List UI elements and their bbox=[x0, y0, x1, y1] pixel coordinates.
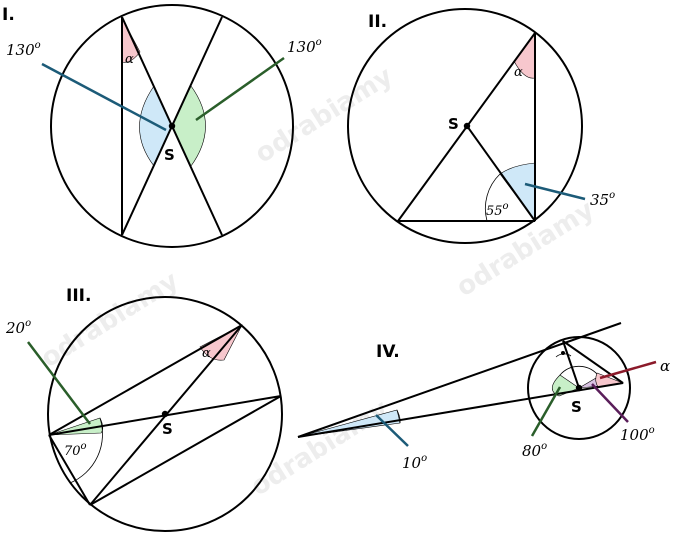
angle-arc-inner bbox=[484, 173, 501, 222]
leader-tip bbox=[375, 414, 409, 447]
angle-arc-tip bbox=[396, 409, 401, 424]
panel-number: I. bbox=[2, 5, 15, 25]
angle-label-tip: 10o bbox=[402, 453, 427, 472]
angle-label-inner: 55o bbox=[486, 201, 509, 219]
right-angle-dot bbox=[561, 351, 565, 355]
radius bbox=[466, 125, 536, 222]
panel-number: III. bbox=[66, 286, 91, 306]
leader-alpha bbox=[599, 360, 657, 380]
radius-to-tangent bbox=[562, 340, 580, 389]
center-point bbox=[575, 384, 583, 392]
watermark-text-4: odrabiamy bbox=[451, 195, 599, 303]
center-point bbox=[161, 410, 169, 418]
angle-label-right: 100o bbox=[620, 425, 655, 444]
angle-fill-right bbox=[171, 85, 206, 167]
leader-outer bbox=[27, 341, 91, 425]
angle-label-inner: 70o bbox=[64, 441, 87, 459]
alpha-label: α bbox=[125, 52, 134, 67]
panel-number: IV. bbox=[376, 342, 400, 362]
chord-top bbox=[48, 324, 243, 436]
watermark-text-1: odrabiamy bbox=[36, 266, 184, 374]
leader-left bbox=[41, 62, 167, 132]
leader-right bbox=[591, 383, 629, 423]
circle-1 bbox=[50, 4, 294, 248]
chord-left bbox=[48, 434, 91, 506]
panel-1: I. S α 130o 130o bbox=[2, 4, 322, 248]
center-point bbox=[168, 122, 176, 130]
chord-right bbox=[562, 340, 624, 384]
watermark-text-2: odrabiamy bbox=[250, 61, 398, 169]
ray-upper bbox=[297, 322, 622, 438]
angle-label-center: 80o bbox=[522, 441, 547, 460]
panel-3: III. S α 20o 70o bbox=[5, 286, 283, 532]
alpha-label: α bbox=[202, 346, 211, 361]
alpha-fill bbox=[199, 324, 243, 361]
center-label: S bbox=[164, 146, 175, 164]
leader-outer bbox=[524, 182, 586, 201]
angle-label-right: 130o bbox=[287, 37, 322, 56]
panel-number: II. bbox=[368, 12, 387, 32]
alpha-label: α bbox=[660, 357, 670, 375]
angle-fill-left bbox=[139, 85, 173, 167]
chord-bottom bbox=[89, 395, 282, 506]
angle-label-left: 130o bbox=[6, 40, 41, 59]
circle-2 bbox=[347, 8, 583, 244]
panel-4: IV. S α 10o 80o 100o bbox=[297, 322, 670, 472]
circle-3 bbox=[47, 296, 283, 532]
center-label: S bbox=[448, 115, 459, 133]
leader-center bbox=[530, 386, 562, 437]
center-label: S bbox=[571, 398, 582, 416]
angle-arc-center bbox=[559, 365, 598, 376]
angle-label-outer: 20o bbox=[5, 318, 31, 337]
alpha-label: α bbox=[514, 65, 523, 80]
center-point bbox=[463, 122, 471, 130]
center-label: S bbox=[162, 420, 173, 438]
panel-2: II. S α 55o 35o bbox=[347, 8, 615, 244]
ray-lower bbox=[297, 382, 624, 438]
leader-right bbox=[195, 56, 285, 122]
angle-label-outer: 35o bbox=[590, 190, 615, 209]
